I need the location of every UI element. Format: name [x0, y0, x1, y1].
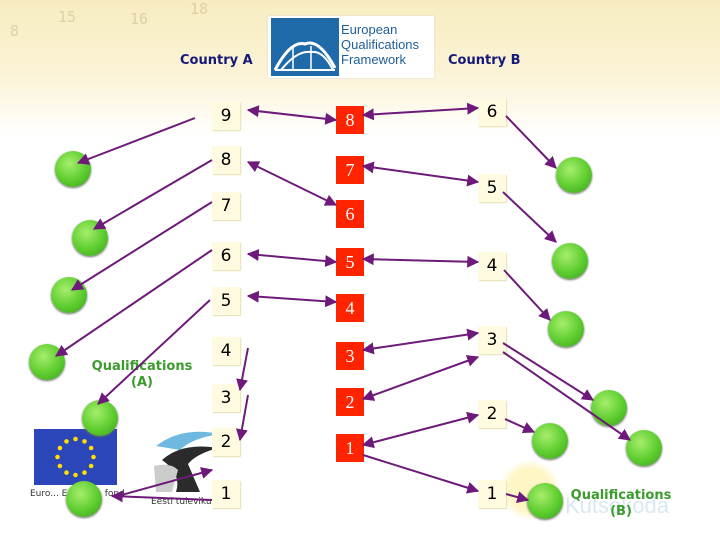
country-a-level-8: 8	[212, 146, 240, 174]
country-b-level-5: 5	[478, 174, 506, 202]
country-a-label: Country A	[180, 53, 253, 68]
background-digit: 18	[190, 0, 209, 18]
eqf-level-8: 8	[336, 106, 364, 134]
mapping-arrow	[92, 159, 213, 230]
mapping-arrow	[117, 467, 214, 497]
logo-text: European Qualifications Framework	[341, 22, 420, 67]
mapping-arrow	[505, 491, 530, 503]
country-b-level-6: 6	[478, 98, 506, 126]
eqf-level-1: 1	[336, 434, 364, 462]
estonia-caption: Eesti tuleviku h...	[151, 497, 229, 507]
mapping-arrow	[504, 418, 536, 434]
eqf-level-2: 2	[336, 388, 364, 416]
country-a-level-9: 9	[212, 102, 240, 130]
eqf-level-7: 7	[336, 156, 364, 184]
background-digit: 16	[130, 10, 149, 28]
eqf-level-3: 3	[336, 342, 364, 370]
qualification-ball	[591, 390, 627, 426]
country-b-label: Country B	[448, 53, 521, 68]
country-a-level-6: 6	[212, 242, 240, 270]
mapping-arrow	[246, 249, 338, 267]
eqf-logo: European Qualifications Framework	[268, 16, 434, 78]
mapping-arrow	[110, 490, 213, 503]
background-digit: 15	[58, 8, 77, 26]
eu-flag-logo	[34, 429, 117, 485]
mapping-arrow	[246, 161, 338, 206]
qualification-ball	[548, 311, 584, 347]
eqf-level-5: 5	[336, 248, 364, 276]
mapping-arrow	[55, 249, 213, 357]
mapping-arrow	[246, 105, 338, 125]
eqf-level-6: 6	[336, 200, 364, 228]
mapping-arrow	[502, 342, 595, 401]
mapping-arrow	[362, 454, 480, 494]
eqf-level-4: 4	[336, 294, 364, 322]
country-a-level-3: 3	[212, 384, 240, 412]
mapping-arrow	[361, 253, 480, 268]
mapping-arrow	[76, 117, 196, 165]
qualification-ball	[626, 430, 662, 466]
mapping-arrow	[503, 269, 551, 321]
country-b-level-2: 2	[478, 400, 506, 428]
background-digit: 8	[10, 22, 20, 40]
qualification-ball	[556, 157, 592, 193]
country-a-level-5: 5	[212, 287, 240, 315]
mapping-arrow	[502, 191, 557, 243]
qualification-ball	[552, 243, 588, 279]
qualification-ball	[532, 423, 568, 459]
country-a-level-7: 7	[212, 192, 240, 220]
qualifications-b-label: Qualifications (B)	[570, 488, 672, 519]
mapping-arrow	[502, 351, 631, 441]
country-a-level-4: 4	[212, 337, 240, 365]
mapping-arrow	[361, 161, 480, 187]
qualifications-a-label: Qualifications (A)	[91, 359, 193, 390]
kutsekoda-watermark: Kutsekoda	[565, 493, 669, 518]
mapping-arrow	[361, 355, 480, 401]
qualification-ball	[82, 400, 118, 436]
country-b-level-4: 4	[478, 252, 506, 280]
mapping-arrow	[361, 328, 480, 355]
mapping-arrow	[235, 394, 249, 442]
mapping-arrow	[70, 201, 213, 291]
mapping-arrow	[236, 347, 249, 392]
qualification-ball	[66, 481, 102, 517]
mapping-arrow	[246, 290, 338, 308]
mapping-arrow	[505, 115, 557, 169]
country-a-level-2: 2	[212, 428, 240, 456]
country-a-level-1: 1	[212, 480, 240, 508]
mapping-arrow	[97, 299, 211, 405]
bridge-icon	[271, 18, 339, 76]
qualification-ball	[527, 483, 563, 519]
country-b-level-1: 1	[478, 480, 506, 508]
mapping-arrow	[361, 411, 480, 449]
mapping-arrow	[361, 102, 480, 121]
country-b-level-3: 3	[478, 326, 506, 354]
